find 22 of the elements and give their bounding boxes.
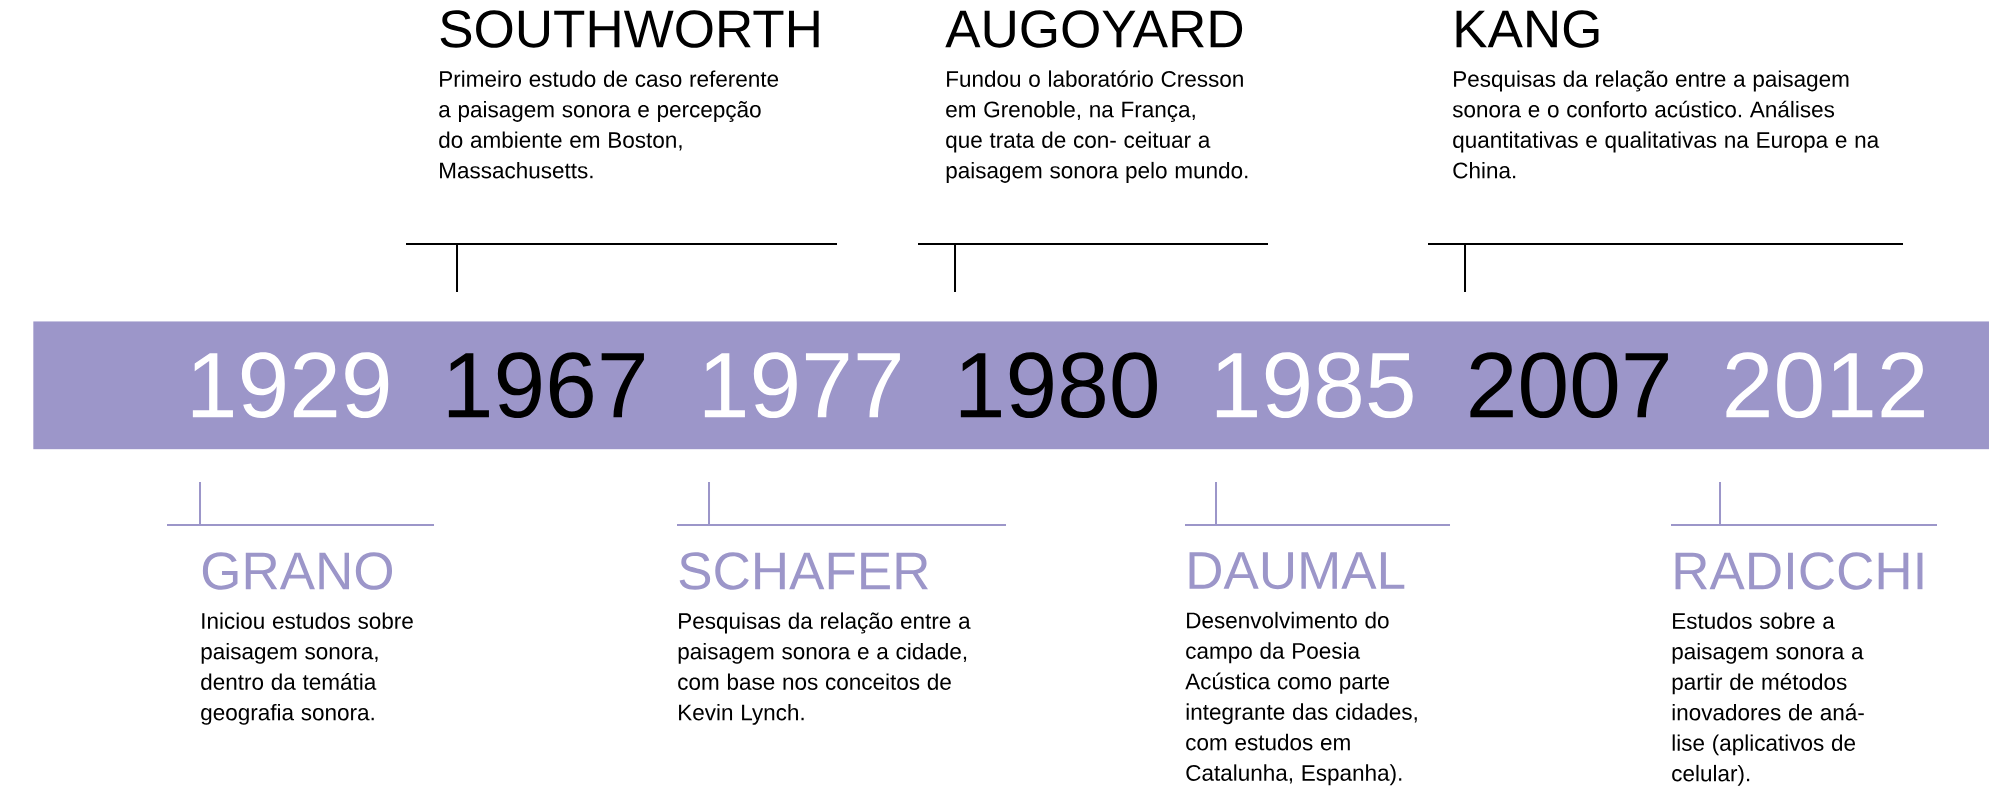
person-name: KANG xyxy=(1456,10,1599,48)
event-description: Pesquisas da relação entre a paisagem sonora e o conforto acústico. Análises quantitativas e qualitativas na Europa e na China. xyxy=(1452,70,1880,179)
event-description: Estudos sobre a paisagem sonora a partir de métodos inovadores de aná- lise (aplicativos de celular). xyxy=(1672,612,1864,786)
year-label: 1980 xyxy=(960,352,1157,419)
event-description: Desenvolvimento do campo da Poesia Acústica como parte integrante das cidades, com estudos em Catalunha, Espanha). xyxy=(1185,611,1417,786)
timeline-band xyxy=(33,321,1989,450)
person-name: GRANO xyxy=(202,552,392,590)
year-label: 1985 xyxy=(1216,352,1413,419)
person-name: RADICCHI xyxy=(1675,552,1923,590)
person-name: SCHAFER xyxy=(679,552,928,590)
event-description: Iniciou estudos sobre paisagem sonora, dentro da temátia geografia sonora. xyxy=(201,612,413,725)
event-description: Primeiro estudo de caso referente a paisagem sonora e percepção do ambiente em Boston, Massachusetts. xyxy=(439,70,779,179)
year-label: 1977 xyxy=(704,352,900,419)
person-name: DAUMAL xyxy=(1189,552,1405,590)
person-name: AUGOYARD xyxy=(945,10,1243,48)
event-description: Pesquisas da relação entre a paisagem sonora e a cidade, com base nos conceitos de Kevin Lynch. xyxy=(678,612,971,725)
event-description: Fundou o laboratório Cresson em Grenoble, na França, que trata de con- ceituar a paisagem sonora pelo mundo. xyxy=(946,70,1248,183)
year-label: 1929 xyxy=(192,352,389,419)
year-label: 2012 xyxy=(1726,352,1924,419)
year-label: 1967 xyxy=(448,352,644,419)
person-name: SOUTHWORTH xyxy=(440,10,819,48)
year-label: 2007 xyxy=(1470,352,1668,419)
